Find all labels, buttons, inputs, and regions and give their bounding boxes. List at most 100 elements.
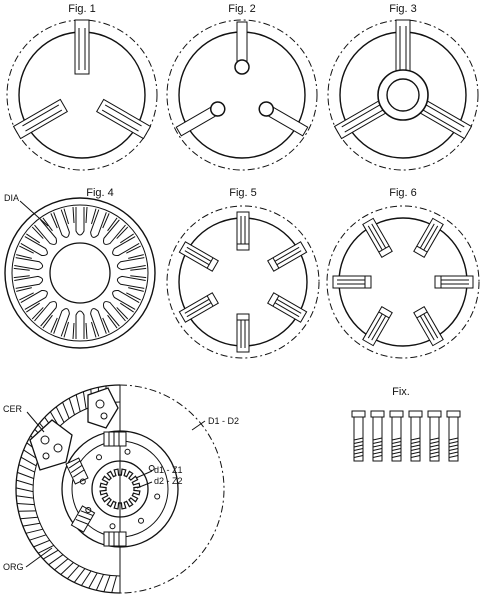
fig-3-hub-ring-outer	[378, 70, 428, 120]
fig-3-drawing	[328, 20, 478, 170]
clamp-arm	[179, 293, 218, 322]
fixing-bolt	[371, 411, 384, 461]
d1z1-label: d1 - Z1	[154, 465, 183, 475]
fixing-bolt	[447, 411, 460, 461]
fig-5-arms	[179, 212, 306, 352]
fig-4-drawing	[5, 198, 155, 348]
diaphragm-finger	[73, 207, 87, 235]
fig-1-drawing	[7, 20, 157, 170]
fig-4-center-hole	[50, 243, 110, 303]
diaphragm-finger	[14, 273, 44, 292]
org-label: ORG	[3, 562, 24, 572]
d1d2-label: D1 - D2	[208, 416, 239, 426]
diaphragm-finger	[86, 209, 109, 240]
fixing-bolts	[352, 411, 460, 461]
fig-2-drawing	[167, 20, 317, 170]
fig-1-title: Fig. 1	[68, 3, 96, 15]
fig-1-arm-right	[97, 99, 151, 138]
fig-2-pin-top	[235, 22, 249, 74]
dia-label: DIA	[4, 193, 19, 203]
hub-rivet	[125, 449, 130, 454]
ceramic-pad-top	[88, 388, 118, 428]
damper-spring-upper-right	[104, 432, 126, 446]
hub-rivet	[155, 494, 160, 499]
clutch-disc-assembly	[16, 385, 224, 593]
diaphragm-finger	[73, 311, 87, 339]
fig-3-title: Fig. 3	[389, 3, 417, 15]
fig-5-drawing	[167, 206, 319, 358]
fig-6-drawing	[327, 206, 479, 358]
lining-hatch-line	[16, 496, 33, 498]
lining-hatch-line	[61, 563, 74, 575]
diaphragm-finger	[14, 255, 44, 274]
clamp-arm	[179, 242, 218, 271]
diaphragm-finger	[51, 306, 74, 337]
clamp-arm	[435, 276, 473, 288]
lining-hatch-line	[74, 569, 85, 583]
d1z1-leader-line	[136, 471, 152, 478]
fig-4-title: Fig. 4	[86, 187, 114, 199]
lining-hatch-line	[56, 407, 64, 423]
fig-4-outer-circle	[5, 198, 155, 348]
lining-hatch-line	[69, 398, 74, 415]
fig-2-title: Fig. 2	[228, 3, 256, 15]
fixing-bolt	[409, 411, 422, 461]
fig-1-arm-left	[14, 99, 68, 138]
lining-hatch-line	[43, 550, 58, 559]
clamp-arm	[363, 307, 392, 346]
clamp-arm	[268, 293, 307, 322]
clamp-arm	[414, 307, 443, 346]
d2z2-label: d2 - Z2	[154, 476, 183, 486]
d1d2-leader-line	[192, 421, 205, 430]
lining-hatch-line	[81, 571, 91, 586]
fig-6-arms	[333, 218, 473, 345]
lining-hatch-line	[89, 573, 98, 588]
lining-hatch-line	[16, 488, 33, 492]
fig-1-arm-top	[75, 20, 89, 74]
fig-6-title: Fig. 6	[389, 187, 417, 199]
hub-rivet	[97, 455, 102, 460]
fixing-bolt	[352, 411, 365, 461]
diaphragm-finger	[51, 209, 74, 240]
lining-hatch-line	[20, 517, 37, 519]
fig-4-outer-inner-ring	[12, 205, 148, 341]
clamp-arm	[237, 314, 249, 352]
lining-hatch-line	[16, 480, 33, 485]
lining-hatch-line	[34, 540, 50, 547]
lining-hatch-line	[26, 529, 43, 533]
lining-hatch-line	[96, 574, 103, 590]
lining-hatch-line	[17, 472, 33, 478]
fix-title: Fix.	[392, 386, 410, 398]
lining-hatch-line	[19, 465, 35, 472]
lining-hatch-line	[67, 566, 79, 579]
lining-hatch-line	[104, 575, 110, 591]
lining-hatch-line	[55, 559, 68, 570]
lining-hatch-line	[30, 535, 47, 540]
hub-rivet	[110, 524, 115, 529]
lining-hatch-line	[23, 523, 40, 526]
lining-hatch-line	[63, 402, 70, 418]
lining-hatch-line	[76, 395, 80, 412]
fixing-bolt	[428, 411, 441, 461]
fixing-bolt	[390, 411, 403, 461]
clamp-arm	[268, 242, 307, 271]
cer-label: CER	[3, 404, 23, 414]
lining-hatch-line	[17, 504, 34, 505]
clamp-arm	[363, 218, 392, 257]
diaphragm-finger	[116, 273, 146, 292]
damper-spring-lower-right	[104, 532, 126, 546]
lining-hatch-line	[49, 555, 63, 565]
fig-5-title: Fig. 5	[229, 187, 257, 199]
diaphragm-finger	[116, 255, 146, 274]
lining-hatch-line	[21, 457, 36, 466]
lining-hatch-line	[112, 576, 117, 593]
clamp-arm	[237, 212, 249, 250]
diaphragm-finger	[86, 306, 109, 337]
hub-rivet	[139, 518, 144, 523]
clamp-arm	[333, 276, 371, 288]
clamp-arm	[414, 218, 443, 257]
fig-4-fingers	[14, 207, 146, 339]
lining-hatch-line	[83, 392, 86, 409]
